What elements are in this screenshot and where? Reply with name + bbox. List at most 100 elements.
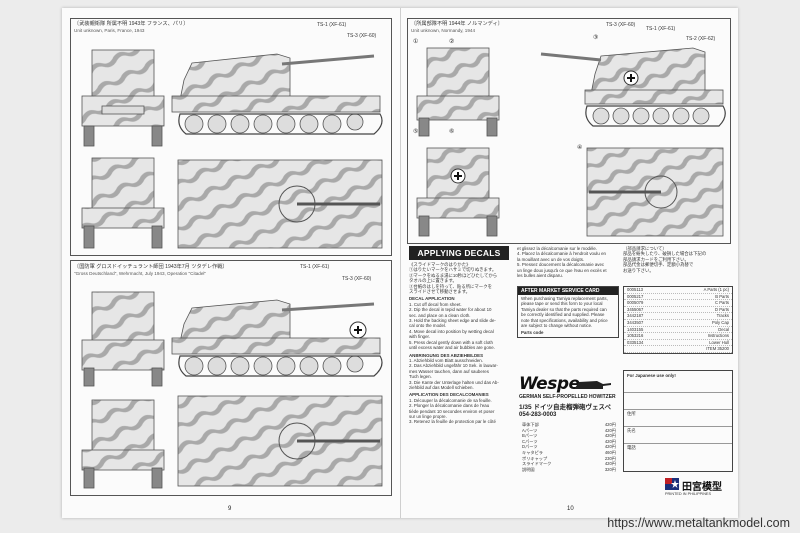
left-page: 〔武装親衛隊 所属不明 1943年 フランス、パリ〕 Unit unknown,… [62, 8, 400, 518]
service-card-line: are subject to change without notice. [521, 323, 593, 329]
col2-line: les bulles aient disparu. [517, 273, 563, 279]
decal-instructions-col2: et glissez la décalcomanie sur le modèle… [517, 246, 617, 278]
scheme-2-frame [70, 260, 392, 496]
col3-line: お送り下さい。 [623, 267, 654, 273]
scheme-3-subtitle: Unit unknown, Normandy, 1944 [411, 28, 476, 33]
service-card-line: please tape or send this form to your lo… [521, 301, 603, 307]
scheme-3-frame [407, 18, 731, 244]
fr-line: 1. Découper la décalcomanie de sa feuill… [409, 397, 492, 403]
scheme-3-marker-a: TS-3 (XF-60) [606, 22, 636, 28]
printed-in: PRINTED IN PHILIPPINES [665, 492, 711, 496]
col3-line: 部品を紛失したり、破損した場合は下記の [623, 251, 707, 257]
jp-line: ②マークをぬるま湯に10秒ほどひたしてから [409, 272, 498, 278]
watermark-url: https://www.metaltankmodel.com [607, 516, 790, 530]
service-card-text: When purchasing Tamiya replacement parts… [518, 295, 618, 337]
left-page-drawings [81, 49, 383, 489]
en-line: 2. Dip the decal in tepid water for abou… [409, 307, 492, 313]
form-label-phone: 電話 [627, 445, 636, 451]
col2-line: la mouillant avec un de vos doigts. [517, 256, 585, 262]
service-card-line: When purchasing Tamiya replacement parts… [521, 296, 608, 301]
col3-line: 部品請求カードをご利用下さい。 [623, 256, 689, 262]
jp-heading: 《スライドマークのはりかた》 [409, 262, 471, 267]
jp-line: ①はりたいマークをハサミで切りぬきます。 [409, 267, 497, 273]
scheme-1-marker-b: TS-3 (XF-60) [347, 33, 377, 39]
col2-line: un linge doux jusqu'à ce que l'eau en ex… [517, 267, 607, 273]
scheme-1-subtitle: Unit unknown, Paris, France, 1943 [74, 28, 145, 33]
col3-line: （部品請求について） [623, 246, 667, 251]
col2-line: 4. Placez la décalcomanie à l'endroit vo… [517, 251, 606, 257]
service-card-line: be correctly identified and supplied. Pl… [521, 312, 605, 318]
circle-number-1: ① [413, 39, 419, 45]
page-number-10: 10 [567, 506, 574, 512]
col2-line: 5. Pressez doucement la décalcomanie ave… [517, 262, 605, 268]
de-line: 2. Das Abziehbild ungefähr 10 Sek. in la… [409, 363, 498, 369]
scheme-2-marker-b: TS-3 (XF-60) [342, 276, 372, 282]
de-line: 3. Die Kante der Unterlage halten und da… [409, 379, 499, 385]
vehicle-silhouette-icon [575, 381, 611, 389]
en-line: 4. Move decal into position by wetting d… [409, 328, 494, 334]
col3-line: 部品代金は郵便切手、定額小為替で [623, 262, 694, 268]
scheme-2-subtitle: "Gross Deutschland", Wehrmacht, July 194… [74, 271, 207, 276]
circle-number-2: ② [449, 39, 455, 45]
kit-scale-line: 1/35 ドイツ自走榴弾砲ヴェスペ [519, 404, 612, 411]
scheme-3-marker-b: TS-1 (XF-61) [646, 26, 676, 32]
parts-code-label: Parts code [521, 330, 544, 336]
scheme-2-title: 〔国防軍 グロスドイッチュラント師団 1943年7月 ツタデレ作戦〕 [74, 264, 228, 270]
de-line: Tuch legen. [409, 374, 432, 380]
en-line: 5. Press decal gently down with a soft c… [409, 339, 493, 345]
jp-line: ③台紙のはしを持って、貼る所にマークを [409, 283, 492, 289]
circle-number-6: ⑥ [449, 129, 455, 135]
scheme-3-marker-c: TS-2 (XF-62) [686, 36, 716, 42]
circle-number-5: ⑤ [413, 129, 419, 135]
de-line: mes Wasser tauchen, dann auf sauberes [409, 368, 489, 374]
item-ref: ITEM 35200 [706, 346, 729, 352]
form-label-name: 氏名 [624, 427, 732, 445]
japanese-only-note: For Japanese use only! [627, 373, 676, 378]
tamiya-star-logo-icon [665, 478, 679, 490]
service-card-line: note that specifications, availability a… [521, 317, 608, 323]
order-form: For Japanese use only! 住所 氏名 電話 [623, 370, 733, 472]
en-line: until excess water and air bubbles are g… [409, 345, 495, 351]
maker-name: 田宮模型 [682, 482, 722, 493]
de-line: 1. Abziehbild vom Blatt ausschneiden. [409, 357, 483, 363]
en-line: 1. Cut off decal from sheet. [409, 301, 462, 307]
service-card: AFTER MARKET SERVICE CARD When purchasin… [517, 286, 619, 338]
jp-line: スライドさせて移動させます。 [409, 289, 471, 295]
jp-line: タオルの上に置きます。 [409, 278, 457, 284]
en-heading: DECAL APPLICATION [409, 296, 455, 302]
fr-heading: APPLICATION DES DECALCOMANIES [409, 392, 489, 398]
scheme-1-title: 〔武装親衛隊 所属不明 1943年 フランス、パリ〕 [74, 21, 189, 27]
circle-number-4: ④ [577, 145, 583, 151]
service-card-title: AFTER MARKET SERVICE CARD [518, 287, 618, 295]
scheme-1-frame [70, 18, 392, 256]
en-line: with finger. [409, 334, 430, 340]
applying-decals-heading: APPLYING DECALS [409, 246, 509, 260]
center-fold [400, 8, 401, 518]
fr-line: 2. Plonger la décalcomanie dans de l'eau [409, 403, 490, 409]
kit-name: Wespe [519, 374, 580, 394]
phone-number: 054-283-0003 [519, 412, 557, 418]
en-line: cal onto the model. [409, 323, 447, 329]
scheme-2-marker-a: TS-1 (XF-61) [300, 264, 330, 270]
fr-line: 3. Retenez la feuille de protection par … [409, 419, 496, 425]
form-label-address: 住所 [624, 410, 732, 428]
decal-instructions-col1: 《スライドマークのはりかた》 ①はりたいマークをハサミで切りぬきます。 ②マーク… [409, 262, 509, 425]
kit-subtitle: GERMAN SELF-PROPELLED HOWITZER [519, 394, 616, 400]
fr-line: tiède pendant 10 secondes environ et pos… [409, 408, 495, 414]
en-line: sec. and place on a clean cloth. [409, 312, 471, 318]
